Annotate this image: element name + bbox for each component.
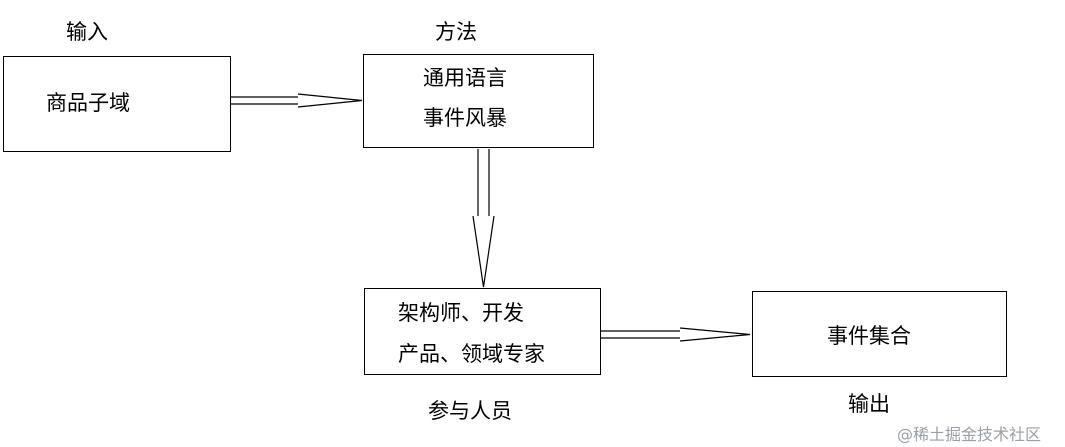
arrow-method-to-participants: [472, 149, 495, 288]
participants-line1: 架构师、开发: [398, 301, 524, 325]
arrow-subdomain-to-method: [230, 93, 363, 108]
subdomain-box: 商品子域: [3, 56, 231, 152]
subdomain-text: 商品子域: [46, 91, 130, 115]
input-label: 输入: [66, 20, 108, 44]
events-box: 事件集合: [752, 291, 1007, 377]
method-label: 方法: [435, 20, 477, 44]
arrow-participants-to-events: [601, 327, 751, 342]
participants-box: 架构师、开发 产品、领域专家: [364, 288, 601, 375]
method-box: 通用语言 事件风暴: [363, 54, 594, 148]
events-text: 事件集合: [827, 324, 911, 348]
method-line2: 事件风暴: [423, 106, 507, 130]
watermark: @稀土掘金技术社区: [897, 425, 1042, 444]
output-label: 输出: [848, 392, 890, 416]
participants-label: 参与人员: [428, 399, 512, 423]
participants-line2: 产品、领域专家: [398, 342, 545, 366]
method-line1: 通用语言: [423, 66, 507, 90]
